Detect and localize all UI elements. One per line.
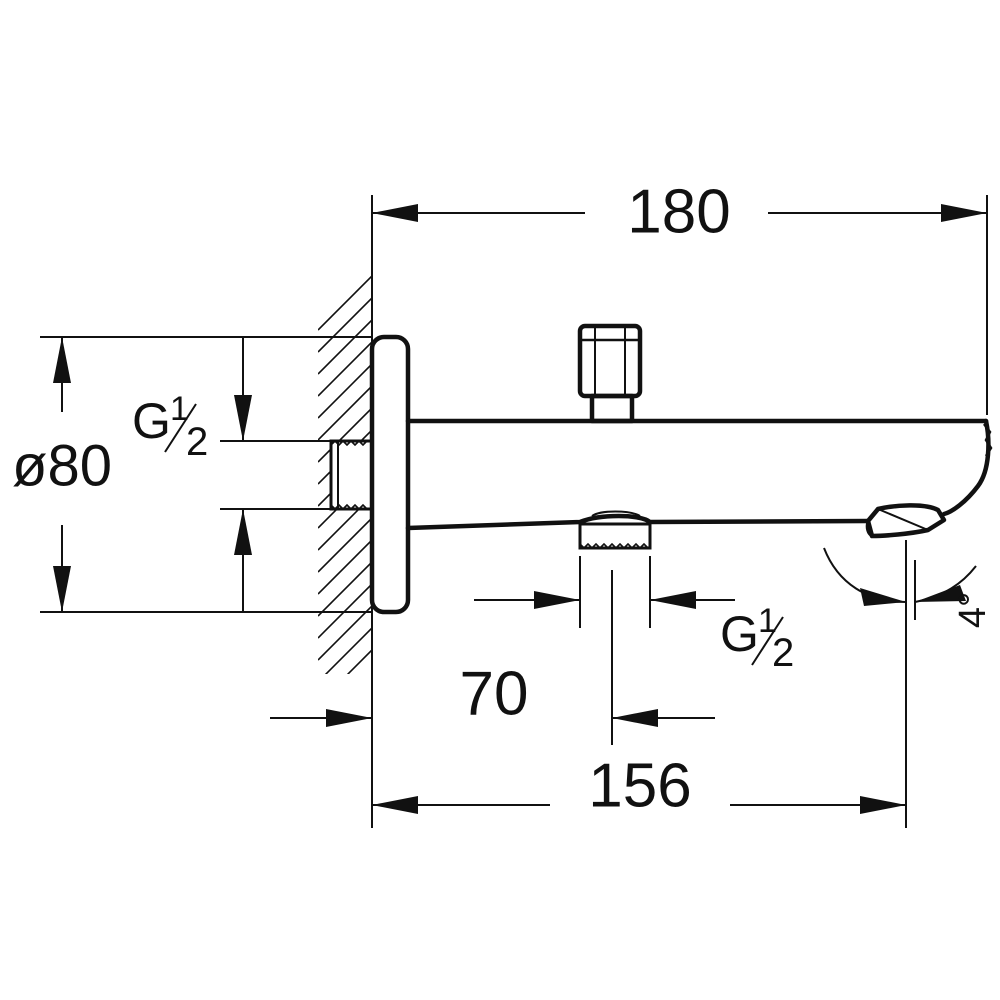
inlet-thread-g: G: [132, 393, 171, 449]
flange-diameter-label: ø80: [12, 433, 112, 498]
dimension-70: 70: [270, 570, 715, 745]
overall-length-label: 180: [627, 177, 730, 246]
inlet-thread-den: 2: [186, 420, 208, 464]
dimension-outlet-thread: G 1 2: [474, 556, 794, 675]
dimension-180: 180: [371, 177, 988, 415]
outlet-thread: [578, 510, 652, 550]
spout-outlet: [865, 503, 947, 539]
wall-hatching: [318, 275, 372, 674]
outlet-thread-den: 2: [772, 631, 794, 675]
wall-flange: [369, 334, 411, 615]
dimension-156: 156: [372, 751, 906, 820]
diverter-knob: [577, 323, 643, 424]
dimension-flange-diameter: ø80: [12, 336, 372, 613]
outlet-thread-g: G: [720, 606, 759, 662]
inlet-thread-num: 1: [170, 390, 189, 428]
inlet-thread: [329, 439, 374, 511]
tilt-angle-label: 4°: [952, 592, 994, 628]
outlet-thread-num: 1: [758, 602, 777, 640]
spout-body: [405, 418, 993, 531]
dimension-tilt-angle: 4°: [823, 540, 994, 828]
wall-to-outlet-label: 70: [460, 659, 529, 728]
dimension-inlet-thread: G 1 2: [132, 337, 331, 612]
spout-reach-label: 156: [588, 751, 691, 820]
